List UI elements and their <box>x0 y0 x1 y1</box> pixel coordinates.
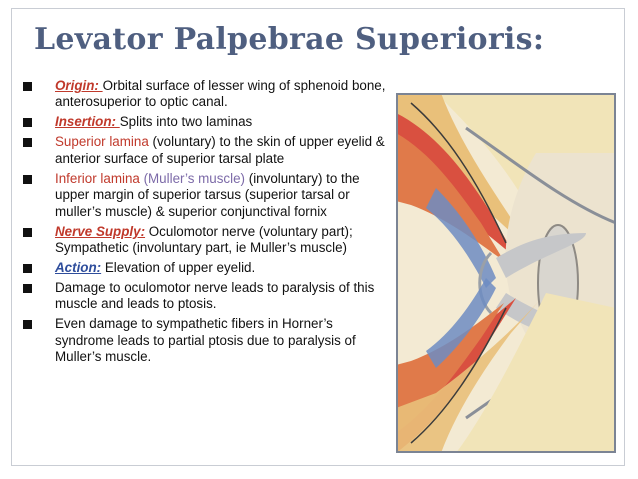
square-bullet-icon <box>23 284 32 294</box>
inferior-lamina-text: (involuntary) to the upper margin of sup… <box>55 170 360 219</box>
bullet-origin: Origin: Orbital surface of lesser wing o… <box>22 78 394 111</box>
slide-frame <box>11 8 625 466</box>
superior-lamina-label: Superior lamina <box>55 134 149 150</box>
origin-text: Orbital surface of lesser wing of spheno… <box>55 78 386 110</box>
slide-title: Levator Palpebrae Superioris: <box>34 22 545 57</box>
illustration-border <box>396 93 616 453</box>
square-bullet-icon <box>23 118 32 128</box>
muller-muscle-label: (Muller’s muscle) <box>139 170 246 186</box>
square-bullet-icon <box>23 138 32 148</box>
square-bullet-icon <box>23 82 32 91</box>
nerve-supply-text: Oculomotor nerve (voluntary part); Sympa… <box>55 223 353 256</box>
action-text: Elevation of upper eyelid. <box>101 260 256 276</box>
bullet-horner-syndrome: Even damage to sympathetic fibers in Hor… <box>22 316 394 365</box>
square-bullet-icon <box>23 227 32 237</box>
superior-lamina-text: (voluntary) to the skin of upper eyelid … <box>55 134 385 166</box>
eyelid-cross-section <box>396 93 617 453</box>
bullet-oculomotor-damage: Damage to oculomotor nerve leads to para… <box>22 280 394 313</box>
bullet-inferior-lamina: Inferior lamina (Muller’s muscle) (invol… <box>22 171 394 220</box>
square-bullet-icon <box>23 320 32 330</box>
bullet-action: Action: Elevation of upper eyelid. <box>22 260 394 276</box>
insertion-text: Splits into two laminas <box>119 114 253 130</box>
oculomotor-damage-text: Damage to oculomotor nerve leads to para… <box>55 280 375 312</box>
bullet-superior-lamina: Superior lamina (voluntary) to the skin … <box>22 134 394 167</box>
action-label: Action: <box>55 260 102 276</box>
eyelid-illustration <box>396 93 617 453</box>
square-bullet-icon <box>23 264 32 274</box>
bullet-list: Origin: Orbital surface of lesser wing o… <box>22 78 394 369</box>
horner-syndrome-text: Even damage to sympathetic fibers in Hor… <box>55 316 356 365</box>
insertion-label: Insertion: <box>55 114 120 130</box>
nerve-supply-label: Nerve Supply: <box>55 223 146 239</box>
square-bullet-icon <box>23 174 32 184</box>
bullet-nerve-supply: Nerve Supply: Oculomotor nerve (voluntar… <box>22 224 394 257</box>
origin-label: Origin: <box>55 78 103 93</box>
bullet-insertion: Insertion: Splits into two laminas <box>22 114 394 130</box>
inferior-lamina-label: Inferior lamina <box>55 170 140 186</box>
